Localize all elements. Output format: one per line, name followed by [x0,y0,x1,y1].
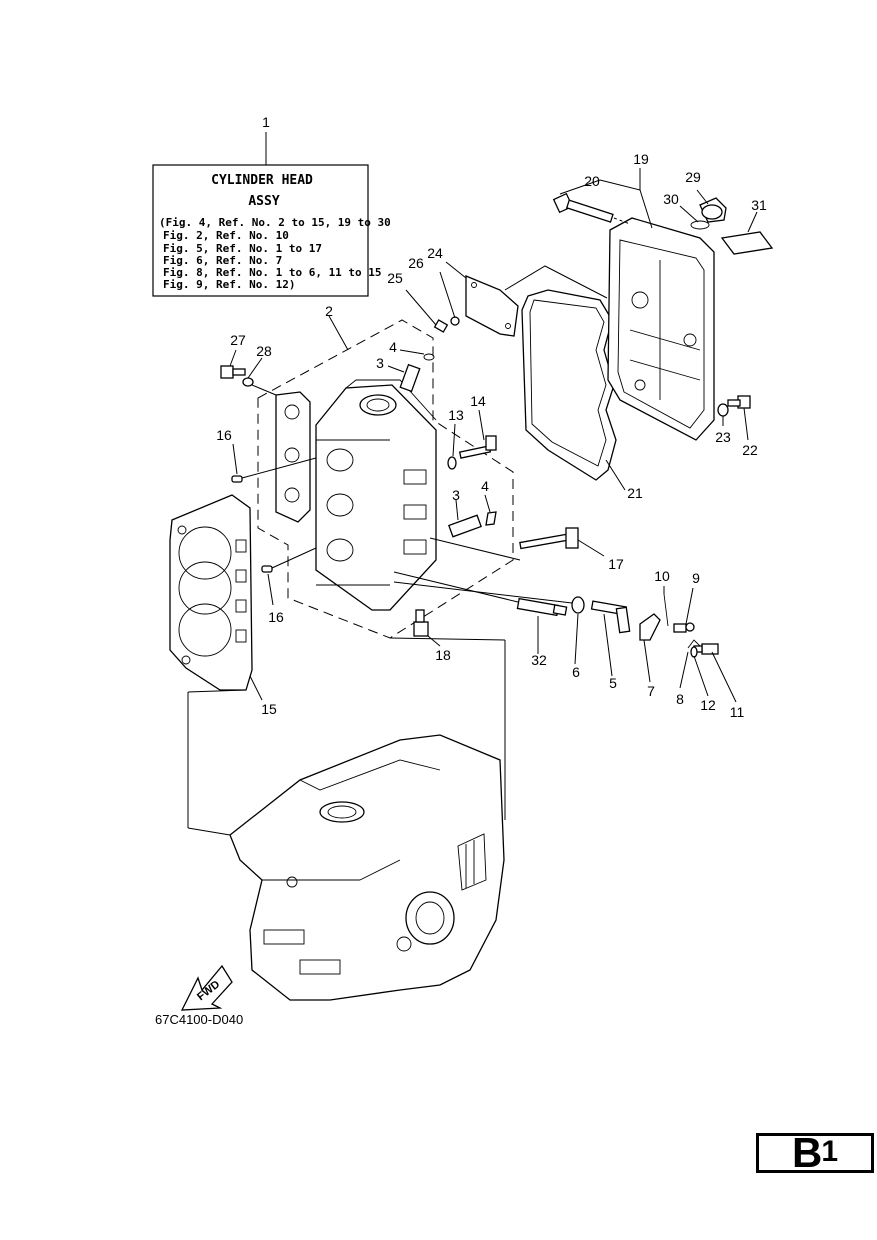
callout-numbers: 1 2 3 4 3 4 5 6 7 8 9 10 11 12 13 14 15 … [216,114,767,720]
callout-19: 19 [633,151,649,167]
assembly-note: Fig. 6, Ref. No. 7 [163,254,282,267]
callout-12: 12 [700,697,716,713]
cylinder-head-dashed-outline [257,315,514,639]
callout-29: 29 [685,169,701,185]
diagram-code: 67C4100-D040 [155,1012,243,1027]
callout-21: 21 [627,485,643,501]
callout-23: 23 [715,429,731,445]
callout-32: 32 [531,652,547,668]
oil-seal-6 [393,581,585,614]
cylinder-head-cover-19 [607,217,715,441]
bolt-14 [458,435,497,459]
callout-25: 25 [387,270,403,286]
callout-10: 10 [654,568,670,584]
pin-10 [663,593,669,627]
assembly-note: Fig. 5, Ref. No. 1 to 17 [163,242,322,255]
callout-4: 4 [389,339,397,355]
callout-5: 5 [609,675,617,691]
washer-12 [690,646,698,658]
exhaust-gasket [275,391,311,523]
callout-6: 6 [572,664,580,680]
lever-7 [639,613,661,641]
callout-16b: 16 [268,609,284,625]
callout-9: 9 [692,570,700,586]
callout-20: 20 [584,173,600,189]
dowel-pin-16-a [231,457,317,483]
washer-13 [447,456,457,470]
cylinder-head-gasket-15 [169,494,253,691]
screw-9 [673,622,695,633]
callout-17: 17 [608,556,624,572]
callout-18: 18 [435,647,451,663]
screw-25 [433,316,460,333]
page-code-badge: B 1 [756,1129,874,1176]
callout-26: 26 [408,255,424,271]
cylinder-block [229,734,505,1001]
bolt-11 [693,643,719,655]
callout-7: 7 [647,683,655,699]
callout-22: 22 [742,442,758,458]
dowel-pin-16-b [261,547,317,573]
callout-27: 27 [230,332,246,348]
callout-3b: 3 [452,487,460,503]
callout-11: 11 [730,704,745,720]
assembly-title-line2: ASSY [248,194,279,209]
page-code-letter: B [791,1129,822,1176]
callout-2: 2 [325,303,333,319]
callout-16: 16 [216,427,232,443]
cylinder-head-body [315,379,437,611]
sleeve-3-lower [448,511,497,538]
sleeve-3-upper [399,353,435,393]
callout-3: 3 [376,355,384,371]
seal-31 [720,231,774,255]
callout-8: 8 [676,691,684,707]
plate-24 [465,275,519,337]
cover-gasket-21 [504,265,617,481]
thermostat-29 [690,197,727,230]
assembly-reference-box: CYLINDER HEAD ASSY (Fig. 4, Ref. No. 2 t… [152,132,391,297]
assembly-note: Fig. 9, Ref. No. 12) [163,278,295,291]
page-code-number: 1 [821,1135,839,1168]
assembly-note: Fig. 8, Ref. No. 1 to 6, 11 to 15 [163,266,382,279]
bolt-22 [717,395,751,417]
bolt-18 [413,609,429,637]
callout-14: 14 [470,393,486,409]
assembly-title-line1: CYLINDER HEAD [211,173,313,188]
bolt-27 [220,365,277,396]
assembly-note: Fig. 2, Ref. No. 10 [163,229,289,242]
shaft-5 [590,600,631,634]
callout-31: 31 [751,197,767,213]
bolt-20 [552,192,631,225]
spark-plug-32 [393,571,568,617]
forward-direction-arrow: FWD [180,964,233,1011]
callout-15: 15 [261,701,277,717]
leader-lines [229,168,758,703]
callout-1: 1 [262,114,270,130]
bolt-17 [429,527,579,561]
assembly-note: (Fig. 4, Ref. No. 2 to 15, 19 to 30 [159,216,391,229]
callout-30: 30 [663,191,679,207]
callout-4b: 4 [481,478,489,494]
callout-13: 13 [448,407,464,423]
callout-24: 24 [427,245,443,261]
callout-28: 28 [256,343,272,359]
assembly-reference-frame [187,637,506,836]
